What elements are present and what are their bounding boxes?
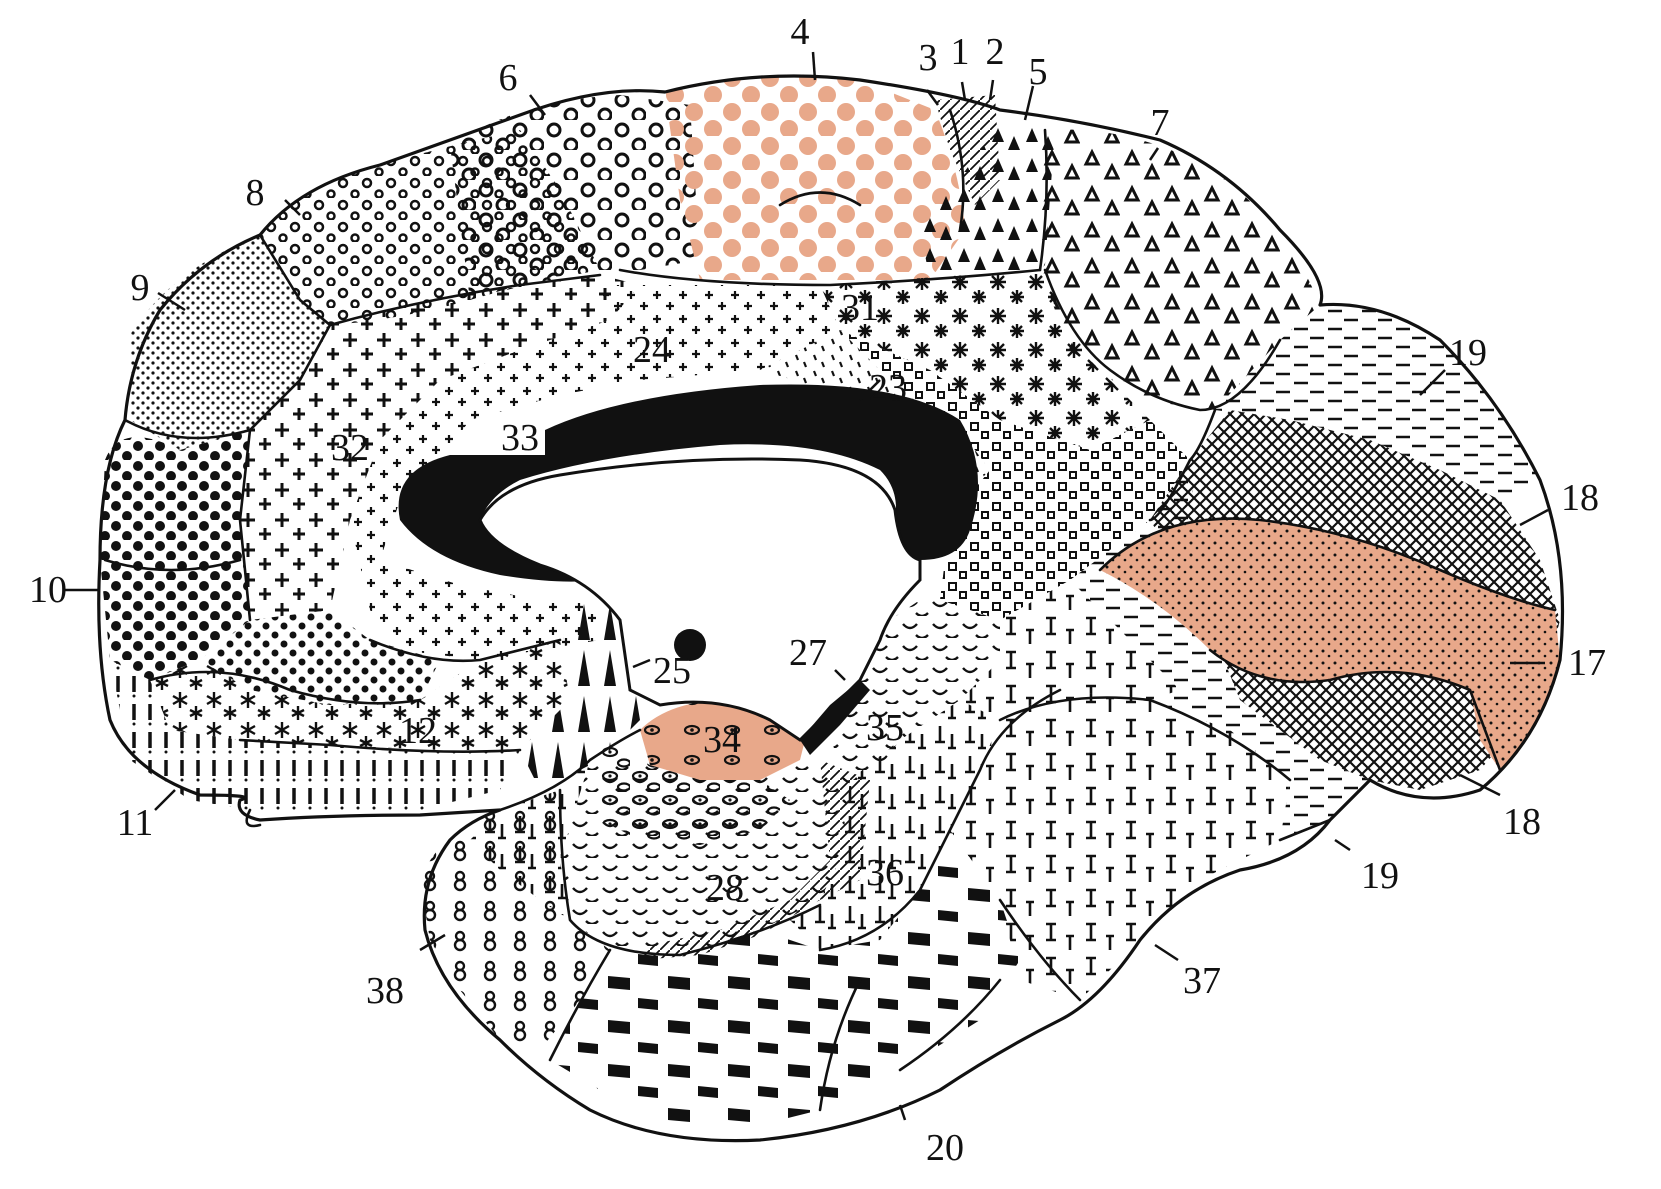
corpus-callosum	[398, 384, 979, 582]
region-7	[1040, 129, 1320, 410]
label-area-34: 34	[703, 719, 741, 761]
region-10b	[200, 610, 440, 705]
region-12	[150, 640, 570, 750]
region-38	[420, 790, 610, 1050]
region-11	[110, 660, 520, 810]
rhinal-sulcus-hatch	[640, 760, 870, 960]
label-area-9: 9	[131, 267, 150, 309]
label-area-17: 17	[1568, 642, 1606, 684]
label-area-32: 32	[331, 427, 369, 469]
label-area-31: 31	[841, 287, 879, 329]
label-area-38: 38	[366, 970, 404, 1012]
label-area-11: 11	[117, 802, 154, 844]
region-24	[350, 285, 840, 660]
region-6	[450, 95, 700, 300]
fornix-edge	[800, 680, 870, 755]
region-23	[840, 330, 1190, 620]
region-5	[920, 125, 1055, 280]
region-24-32	[240, 275, 640, 620]
label-area-18-lower: 18	[1503, 801, 1541, 843]
region-31	[820, 270, 1150, 450]
region-4	[665, 76, 965, 280]
area-labels: 4 3 1 2 5 6 7 8 9 10 11 12 17 18 18 19 1…	[29, 11, 1606, 1169]
label-area-19-upper: 19	[1449, 332, 1487, 374]
label-area-36: 36	[866, 852, 904, 894]
label-area-1: 1	[951, 31, 970, 73]
label-area-20: 20	[926, 1127, 964, 1169]
outlines	[97, 74, 1565, 1143]
label-area-25: 25	[653, 650, 691, 692]
label-area-7: 7	[1151, 102, 1170, 144]
region-28-eyes	[600, 740, 790, 845]
region-25	[520, 590, 650, 790]
label-area-4: 4	[791, 11, 810, 53]
label-area-10: 10	[29, 569, 67, 611]
label-area-35: 35	[866, 707, 904, 749]
label-area-3: 3	[919, 37, 938, 79]
label-area-28: 28	[706, 867, 744, 909]
label-area-12: 12	[399, 710, 437, 752]
label-area-23: 23	[869, 367, 907, 409]
ventricle-opening	[478, 457, 922, 742]
label-area-19-lower: 19	[1361, 855, 1399, 897]
label-area-8: 8	[246, 172, 265, 214]
region-37	[950, 690, 1290, 1000]
label-area-2: 2	[986, 31, 1005, 73]
label-area-24: 24	[633, 329, 671, 371]
label-leaders	[65, 51, 1549, 1121]
label-area-27: 27	[789, 632, 827, 674]
label-area-33: 33	[501, 417, 539, 459]
label-area-18-upper: 18	[1561, 477, 1599, 519]
region-37b	[960, 580, 1180, 720]
region-20	[550, 830, 1020, 1130]
region-19-top	[1215, 304, 1540, 500]
anterior-commissure	[674, 629, 706, 661]
label-area-37: 37	[1183, 960, 1221, 1002]
region-17	[1100, 518, 1560, 770]
label-area-5: 5	[1029, 51, 1048, 93]
label-area-6: 6	[499, 57, 518, 99]
region-10	[100, 430, 250, 680]
